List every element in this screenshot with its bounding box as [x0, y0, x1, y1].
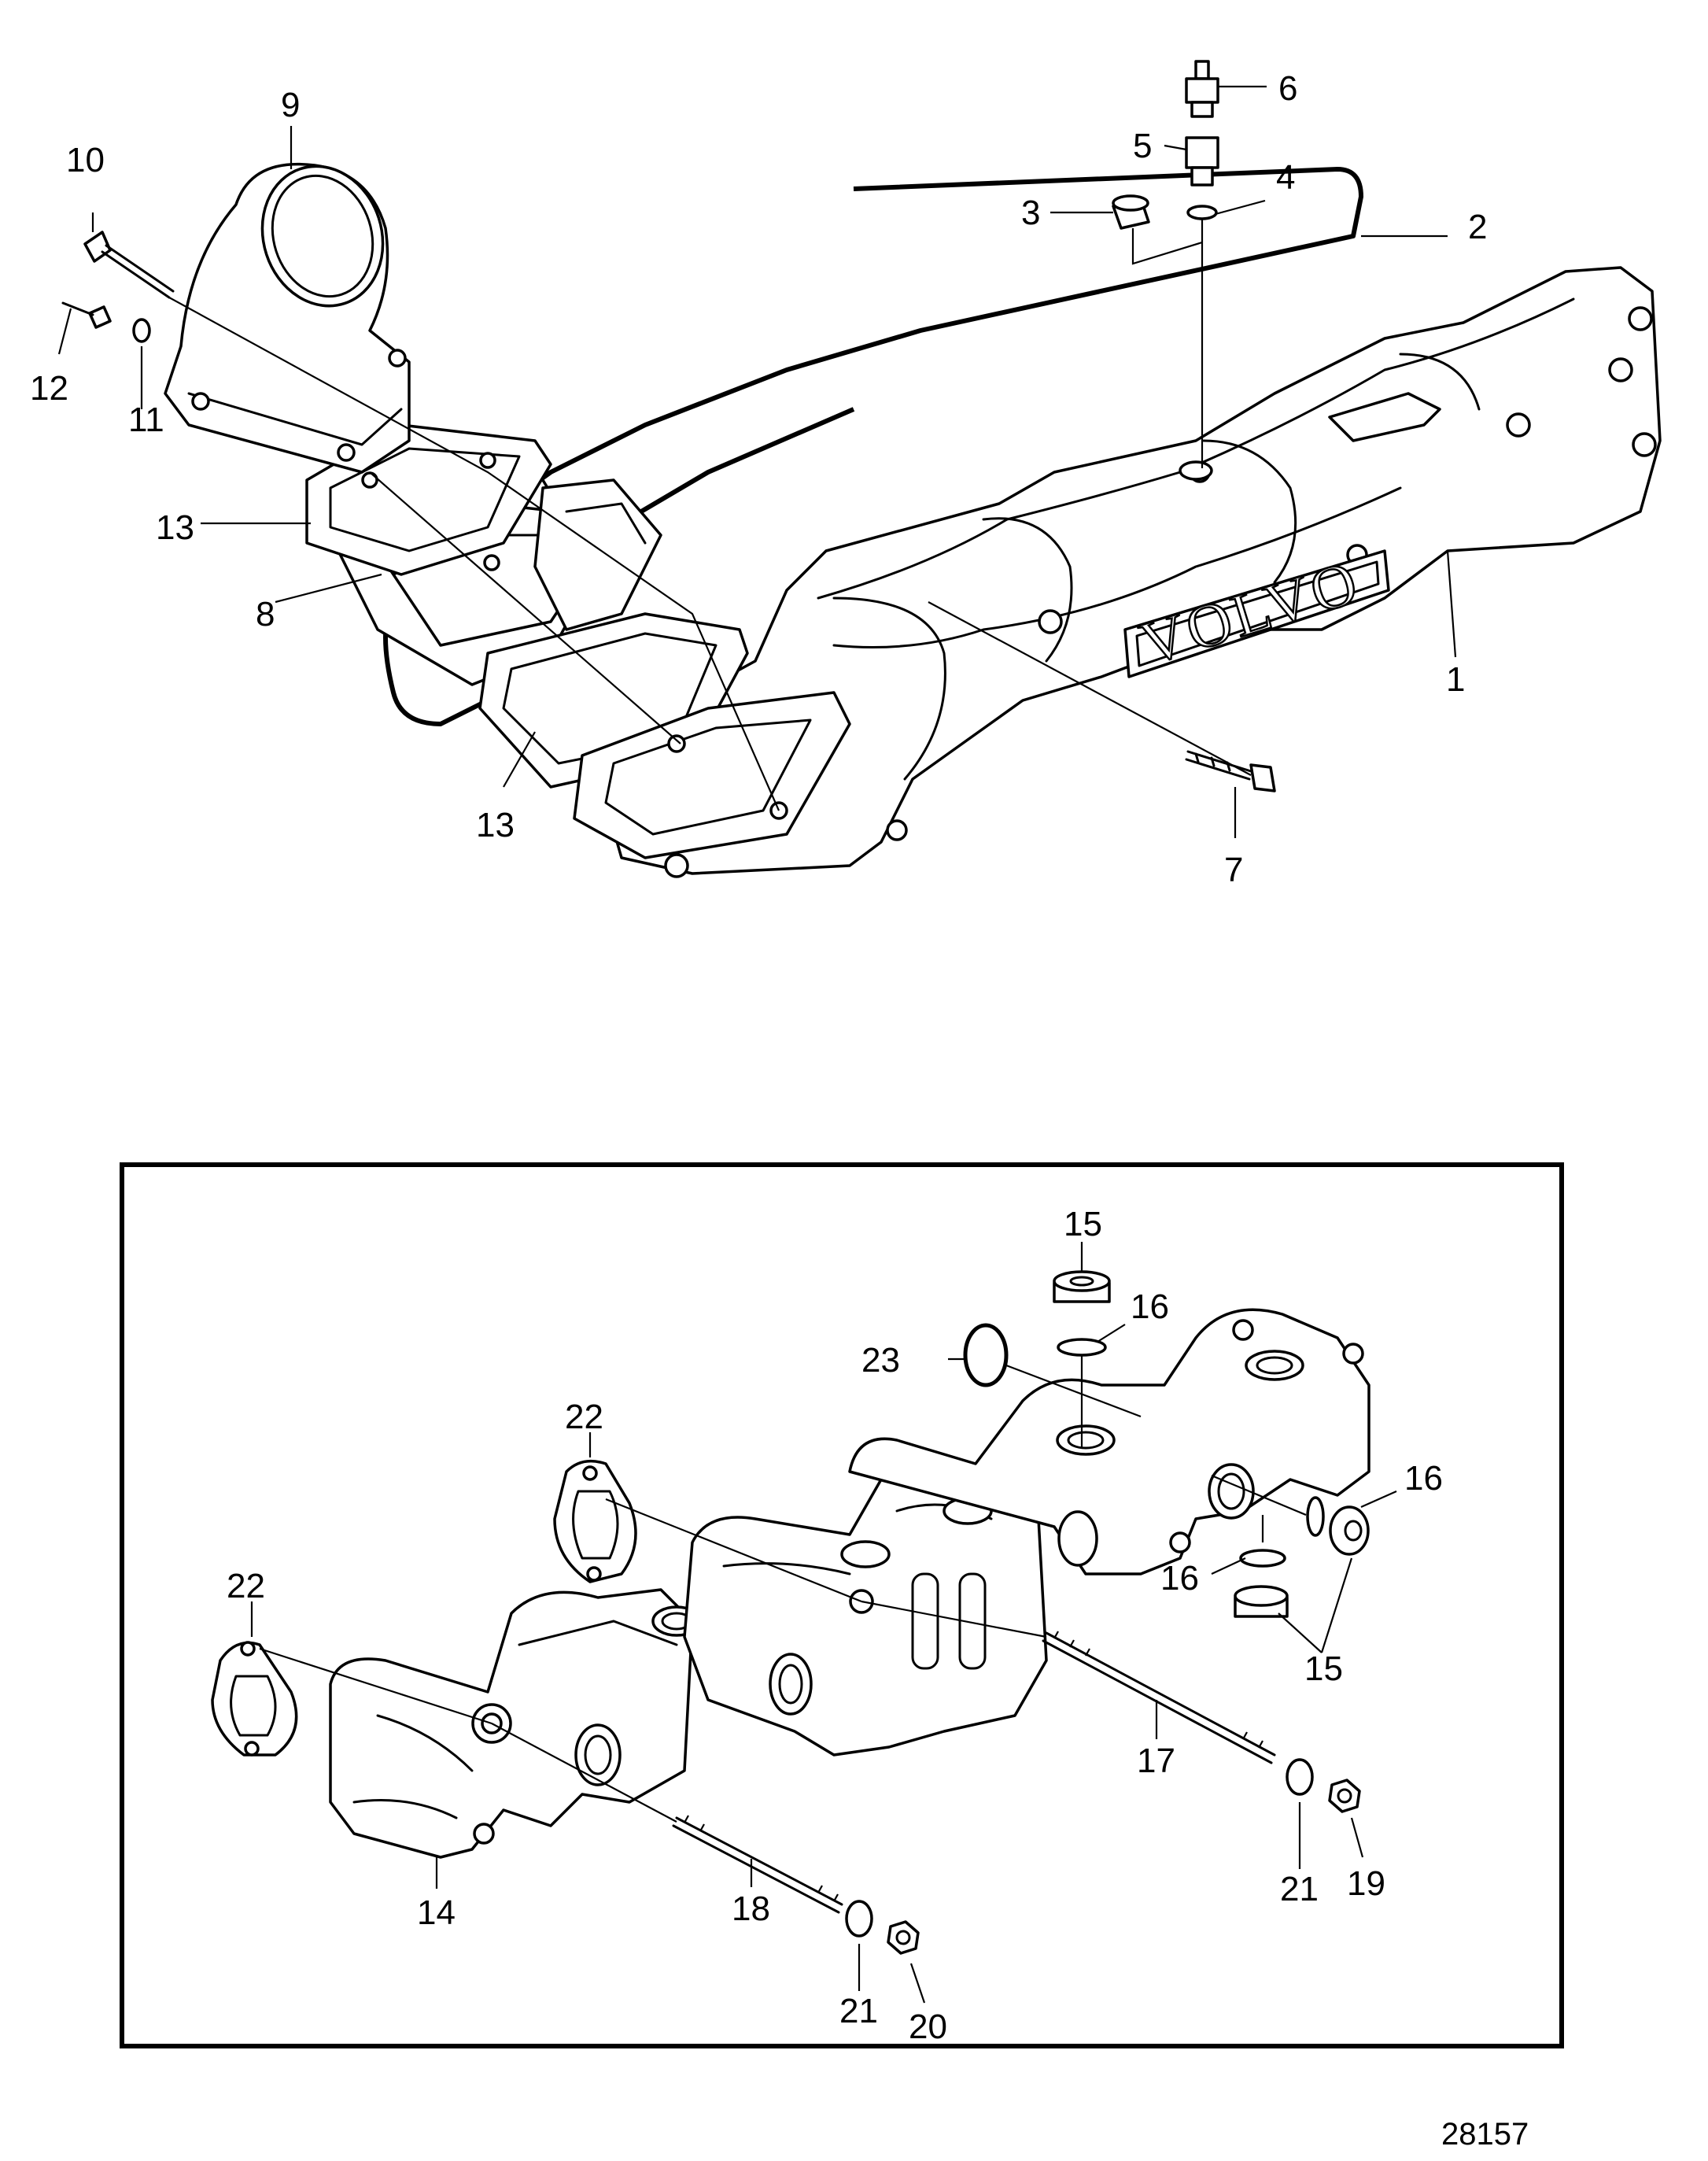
gasket-hole — [483, 554, 500, 571]
callout-22-rear: 22 — [565, 1398, 603, 1436]
callout-7: 7 — [1224, 851, 1243, 889]
callout-4: 4 — [1276, 158, 1295, 197]
plug-3 — [1112, 194, 1150, 230]
washer-16-lower — [1239, 1549, 1286, 1568]
callout-22-front: 22 — [227, 1567, 265, 1605]
bolt-hole — [1169, 1531, 1191, 1553]
callout-3: 3 — [1021, 194, 1040, 232]
callout-1: 1 — [1446, 660, 1465, 699]
callout-19: 19 — [1347, 1864, 1385, 1903]
callout-15-right: 15 — [1304, 1649, 1343, 1688]
callout-16-lower: 16 — [1160, 1559, 1199, 1598]
gasket-hole — [479, 452, 496, 469]
mounting-bracket — [1328, 392, 1441, 442]
plug-15-top — [1053, 1270, 1111, 1303]
gasket-hole — [361, 471, 378, 489]
washer-11 — [132, 318, 151, 343]
washer-21-left — [845, 1900, 873, 1938]
plug-15-lower — [1234, 1585, 1289, 1618]
port-opening — [1245, 1350, 1304, 1381]
side-port — [1208, 1463, 1255, 1520]
callout-8: 8 — [256, 595, 275, 634]
callout-9: 9 — [281, 86, 300, 124]
callout-23: 23 — [861, 1341, 900, 1380]
manifold-bolt — [1185, 750, 1276, 792]
o-ring-23 — [963, 1323, 1009, 1387]
side-port — [574, 1723, 622, 1786]
callout-14: 14 — [417, 1893, 456, 1932]
callout-2: 2 — [1468, 208, 1487, 246]
detail-leaders — [250, 1242, 1397, 2004]
callout-16-right: 16 — [1404, 1459, 1443, 1498]
washer-21-right — [1286, 1758, 1314, 1796]
callout-15-top: 15 — [1064, 1205, 1102, 1243]
callout-13-lower: 13 — [476, 806, 515, 844]
slot — [911, 1572, 939, 1670]
port-opening — [1056, 1424, 1116, 1456]
callout-10: 10 — [66, 141, 105, 179]
washer-16-right — [1306, 1496, 1325, 1537]
callout-20: 20 — [909, 2008, 947, 2046]
flange-hole — [667, 734, 686, 753]
callout-6: 6 — [1278, 69, 1297, 108]
side-port — [769, 1653, 813, 1716]
callout-21-left: 21 — [839, 1992, 878, 2030]
callout-17: 17 — [1137, 1742, 1175, 1780]
callout-13-upper: 13 — [156, 508, 194, 547]
callout-18: 18 — [732, 1889, 770, 1928]
side-port — [1057, 1510, 1098, 1567]
upper-assembly: VOLVO — [30, 60, 1662, 889]
callout-12: 12 — [30, 369, 68, 408]
flange-gasket-upper-inner — [329, 447, 521, 552]
small-bolt — [61, 301, 112, 329]
detail-assembly: 14 15 15 16 16 16 17 18 19 20 21 21 22 2… — [211, 1205, 1443, 2046]
front-manifold-detail — [352, 1620, 678, 1819]
nut-20 — [887, 1920, 920, 1955]
sensor-fitting — [1185, 60, 1219, 118]
port-opening — [840, 1540, 891, 1568]
manifold-ridge-2 — [832, 486, 1402, 648]
gasket-22-front — [211, 1641, 298, 1757]
bolt-hole — [1232, 1319, 1254, 1341]
upper-leaders — [57, 85, 1457, 838]
sensor-port — [1179, 460, 1213, 481]
sensor-adapter — [1185, 136, 1219, 187]
elbow-outlet-ring — [260, 164, 385, 308]
exhaust-elbow — [164, 162, 411, 474]
callout-11: 11 — [128, 401, 164, 439]
stud-18 — [672, 1815, 843, 1914]
bolt-hole — [1342, 1343, 1364, 1365]
sealing-washer-4 — [1186, 205, 1218, 220]
elbow-bolt — [83, 231, 175, 299]
detail-frame — [120, 1162, 1564, 2048]
elbow-bolt-hole — [337, 443, 356, 462]
figure-reference: 28157 — [1441, 2117, 1529, 2152]
bolt-hole — [473, 1823, 495, 1845]
elbow-bolt-hole — [191, 392, 210, 411]
callout-5: 5 — [1133, 127, 1152, 165]
gasket-22-rear — [553, 1459, 637, 1583]
nut-19 — [1328, 1779, 1361, 1813]
callout-16-top: 16 — [1131, 1287, 1169, 1326]
plug-15-right — [1329, 1505, 1370, 1556]
manifold-outlet-flange-inner — [604, 718, 812, 836]
callout-21-right: 21 — [1280, 1870, 1319, 1908]
elbow-bolt-hole — [388, 349, 407, 368]
